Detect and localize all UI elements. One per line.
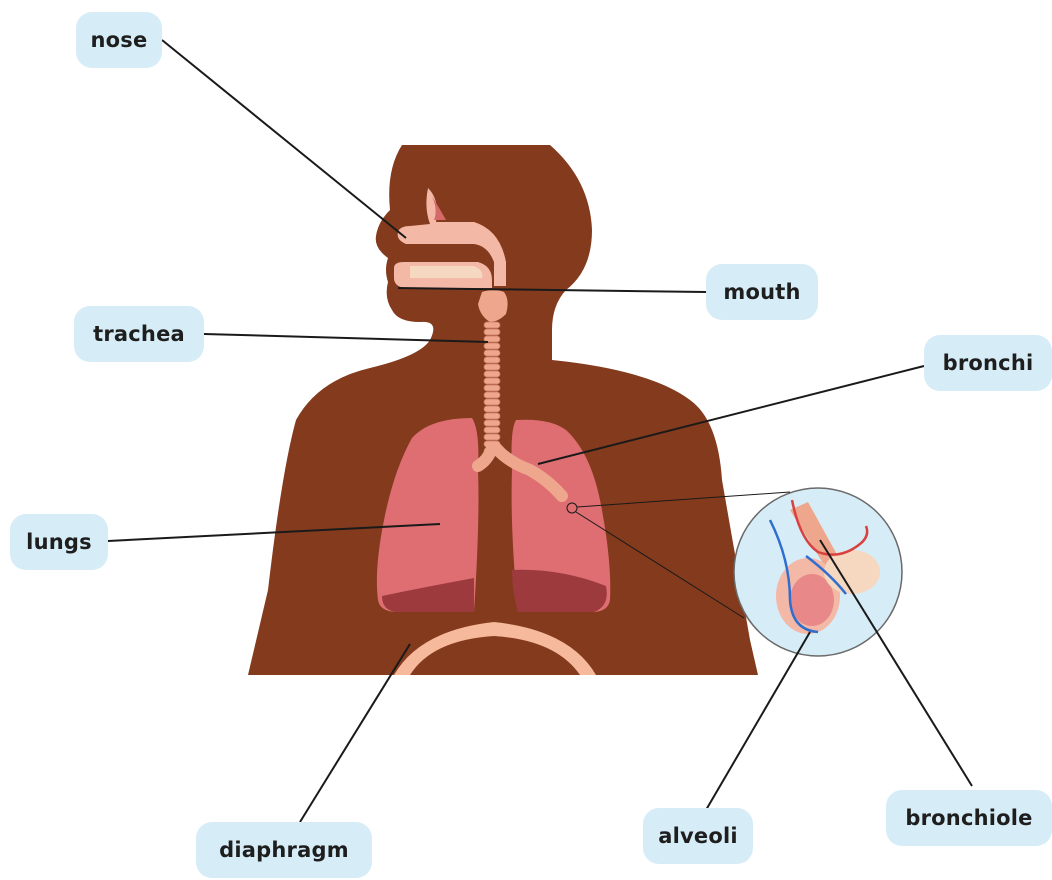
trachea-ring [484, 350, 500, 356]
trachea-ring [484, 413, 500, 419]
trachea-label: trachea [74, 306, 204, 362]
alveoli-label: alveoli [643, 808, 753, 864]
trachea-ring [484, 406, 500, 412]
trachea-ring [484, 371, 500, 377]
body-silhouette [248, 145, 758, 675]
trachea-ring [484, 427, 500, 433]
trachea-ring [484, 329, 500, 335]
nose-leader-line [162, 40, 406, 238]
bronchiole-label: bronchiole [886, 790, 1052, 846]
trachea-ring [484, 420, 500, 426]
trachea-ring [484, 364, 500, 370]
mouth-label: mouth [706, 264, 818, 320]
trachea-ring [484, 385, 500, 391]
nose-label: nose [76, 12, 162, 68]
alveolar-cluster [824, 550, 880, 594]
bronchi-label: bronchi [924, 335, 1052, 391]
lungs-label: lungs [10, 514, 108, 570]
tongue [410, 266, 482, 278]
diaphragm-label: diaphragm [196, 822, 372, 878]
trachea-ring [484, 378, 500, 384]
trachea-ring [484, 392, 500, 398]
trachea-ring [484, 399, 500, 405]
trachea-ring [484, 343, 500, 349]
trachea-ring [484, 322, 500, 328]
trachea-ring [484, 434, 500, 440]
trachea-ring [484, 357, 500, 363]
